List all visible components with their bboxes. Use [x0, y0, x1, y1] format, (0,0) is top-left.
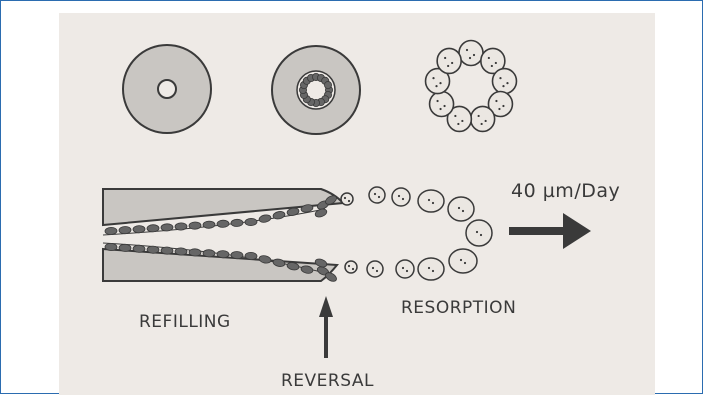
osteoblast-cell: [133, 225, 145, 233]
osteoblast-cell: [161, 224, 173, 232]
osteoblast-cell: [105, 227, 117, 235]
osteoblast-cell: [314, 208, 328, 219]
osteoblast-cell: [175, 223, 187, 231]
osteoblast-cell: [203, 249, 215, 257]
resorption-label: RESORPTION: [401, 298, 516, 318]
osteoblast-cell: [324, 81, 331, 88]
osteoclast-cell: [367, 261, 383, 277]
cross-section-resorption: [426, 41, 517, 132]
cutting-cone: [103, 187, 492, 283]
refilling-label: REFILLING: [139, 312, 231, 332]
osteoclast-cell: [471, 106, 495, 131]
osteoclast-cell: [449, 249, 477, 273]
osteoblast-cell: [231, 219, 243, 227]
osteoclast-cell: [418, 190, 444, 212]
osteoclast-cluster: [341, 187, 492, 280]
paper-background: REFILLING RESORPTION REVERSAL 40 µm/Day: [59, 13, 655, 395]
osteoblast-cell: [147, 224, 159, 232]
right-arrow-icon: [509, 213, 591, 249]
osteoclast-cell: [459, 41, 483, 66]
cross-section-refilling: [272, 46, 360, 134]
osteoblast-cell: [147, 246, 159, 254]
osteoblast-cell: [245, 252, 257, 260]
osteoblast-cell: [258, 214, 271, 224]
osteoclast-cell: [392, 188, 410, 206]
osteoclast-cell: [341, 193, 353, 205]
osteoblast-cell: [119, 226, 131, 234]
osteoblast-cell: [175, 248, 187, 256]
osteoblast-cell: [272, 210, 285, 220]
osteoclast-cell: [369, 187, 385, 203]
osteoblast-cell: [203, 221, 215, 229]
rate-label: 40 µm/Day: [511, 180, 620, 202]
osteoblast-cell: [105, 243, 117, 251]
osteoblast-cell: [189, 249, 201, 257]
osteoclast-cell: [396, 260, 414, 278]
bone-remodeling-sketch: REFILLING RESORPTION REVERSAL 40 µm/Day: [59, 13, 655, 395]
osteoblast-cell: [231, 251, 243, 259]
osteoclast-cell: [418, 258, 444, 280]
osteoclast-cell: [448, 197, 474, 221]
osteoclast-cell: [430, 92, 454, 117]
osteoblast-cell: [245, 218, 257, 226]
osteoclast-cell: [345, 261, 357, 273]
osteoblast-cell: [217, 250, 229, 258]
osteoblast-cell: [189, 222, 201, 230]
osteoblast-cell: [133, 245, 145, 253]
osteoclast-cell: [437, 48, 461, 73]
osteoclast-cell: [492, 69, 516, 94]
osteoblast-cell: [161, 247, 173, 255]
osteoclast-cell: [466, 220, 492, 246]
reversal-label: REVERSAL: [281, 371, 374, 391]
cross-section-quiescent: [123, 45, 211, 133]
osteoblast-cell: [119, 244, 131, 252]
up-arrow-icon: [319, 296, 333, 358]
osteoblast-cell: [217, 220, 229, 228]
